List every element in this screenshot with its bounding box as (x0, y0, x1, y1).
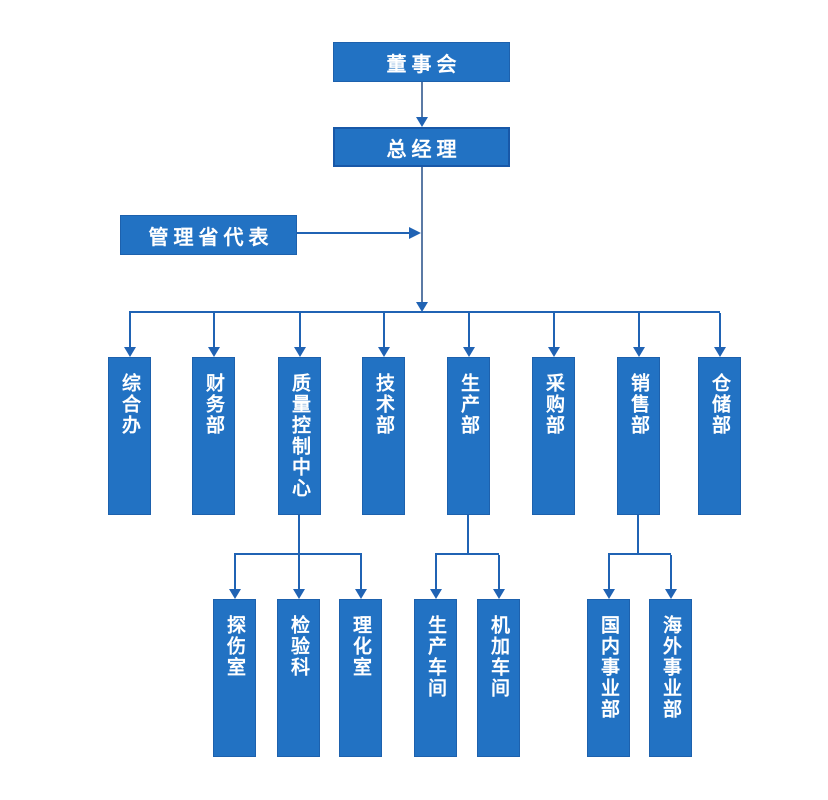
dept-quality-control-center: 质量控制中心 (278, 357, 321, 515)
node-general-manager: 总经理 (333, 127, 510, 167)
sub-inspection-section-label: 检验科 (288, 615, 309, 678)
dept-sales-label: 销售部 (628, 373, 649, 436)
arrow-to-sub-overseas-business (665, 555, 677, 599)
arrow-to-dept-warehouse (714, 313, 726, 357)
sub-machining-workshop-label: 机加车间 (488, 615, 509, 699)
arrow-to-dept-quality-control (294, 313, 306, 357)
connector-board-to-gm-arrow (416, 82, 428, 127)
node-management-rep: 管理省代表 (120, 215, 297, 255)
sub-flaw-detection-room: 探伤室 (213, 599, 256, 757)
arrow-to-sub-production-workshop (430, 555, 442, 599)
sub-inspection-section: 检验科 (277, 599, 320, 757)
connector-row-line (129, 311, 720, 313)
dept-finance: 财务部 (192, 357, 235, 515)
dept-sales: 销售部 (617, 357, 660, 515)
sub-production-workshop-label: 生产车间 (425, 615, 446, 699)
connector-rep-shaft (297, 232, 409, 234)
connector-production-stub (467, 515, 469, 553)
dept-production-label: 生产部 (458, 373, 479, 436)
arrow-to-dept-general-office (124, 313, 136, 357)
dept-production: 生产部 (447, 357, 490, 515)
dept-general-office: 综合办 (108, 357, 151, 515)
dept-technology-label: 技术部 (373, 373, 394, 436)
arrow-to-dept-purchasing (548, 313, 560, 357)
arrow-to-sub-physicochemical (355, 555, 367, 599)
node-management-rep-label: 管理省代表 (148, 226, 274, 249)
sub-physicochemical-room: 理化室 (339, 599, 382, 757)
dept-finance-label: 财务部 (203, 373, 224, 436)
connector-qc-branch (234, 553, 362, 555)
arrow-to-sub-domestic-business (603, 555, 615, 599)
arrow-to-dept-production (463, 313, 475, 357)
arrow-to-dept-technology (378, 313, 390, 357)
dept-purchasing: 采购部 (532, 357, 575, 515)
connector-sales-stub (637, 515, 639, 553)
sub-flaw-detection-room-label: 探伤室 (224, 615, 245, 678)
connector-qc-stub (298, 515, 300, 553)
node-board-label: 董事会 (386, 53, 462, 76)
sub-domestic-business-dept: 国内事业部 (587, 599, 630, 757)
dept-warehouse: 仓储部 (698, 357, 741, 515)
node-general-manager-label: 总经理 (386, 138, 462, 161)
sub-domestic-business-dept-label: 国内事业部 (598, 615, 619, 720)
connector-rep-arrowhead (409, 227, 421, 239)
arrow-to-sub-machining-workshop (493, 555, 505, 599)
dept-general-office-label: 综合办 (119, 373, 140, 436)
connector-sales-branch (608, 553, 671, 555)
dept-warehouse-label: 仓储部 (709, 373, 730, 436)
connector-production-branch (435, 553, 499, 555)
dept-purchasing-label: 采购部 (543, 373, 564, 436)
node-board: 董事会 (333, 42, 510, 82)
sub-overseas-business-dept-label: 海外事业部 (660, 615, 681, 720)
sub-physicochemical-room-label: 理化室 (350, 615, 371, 678)
dept-technology: 技术部 (362, 357, 405, 515)
arrow-to-dept-sales (633, 313, 645, 357)
sub-production-workshop: 生产车间 (414, 599, 457, 757)
arrow-to-sub-inspection (293, 555, 305, 599)
sub-machining-workshop: 机加车间 (477, 599, 520, 757)
sub-overseas-business-dept: 海外事业部 (649, 599, 692, 757)
arrow-to-dept-finance (208, 313, 220, 357)
connector-gm-to-row-arrow (416, 167, 428, 312)
dept-quality-control-center-label: 质量控制中心 (289, 373, 310, 499)
arrow-to-sub-flaw-detection (229, 555, 241, 599)
